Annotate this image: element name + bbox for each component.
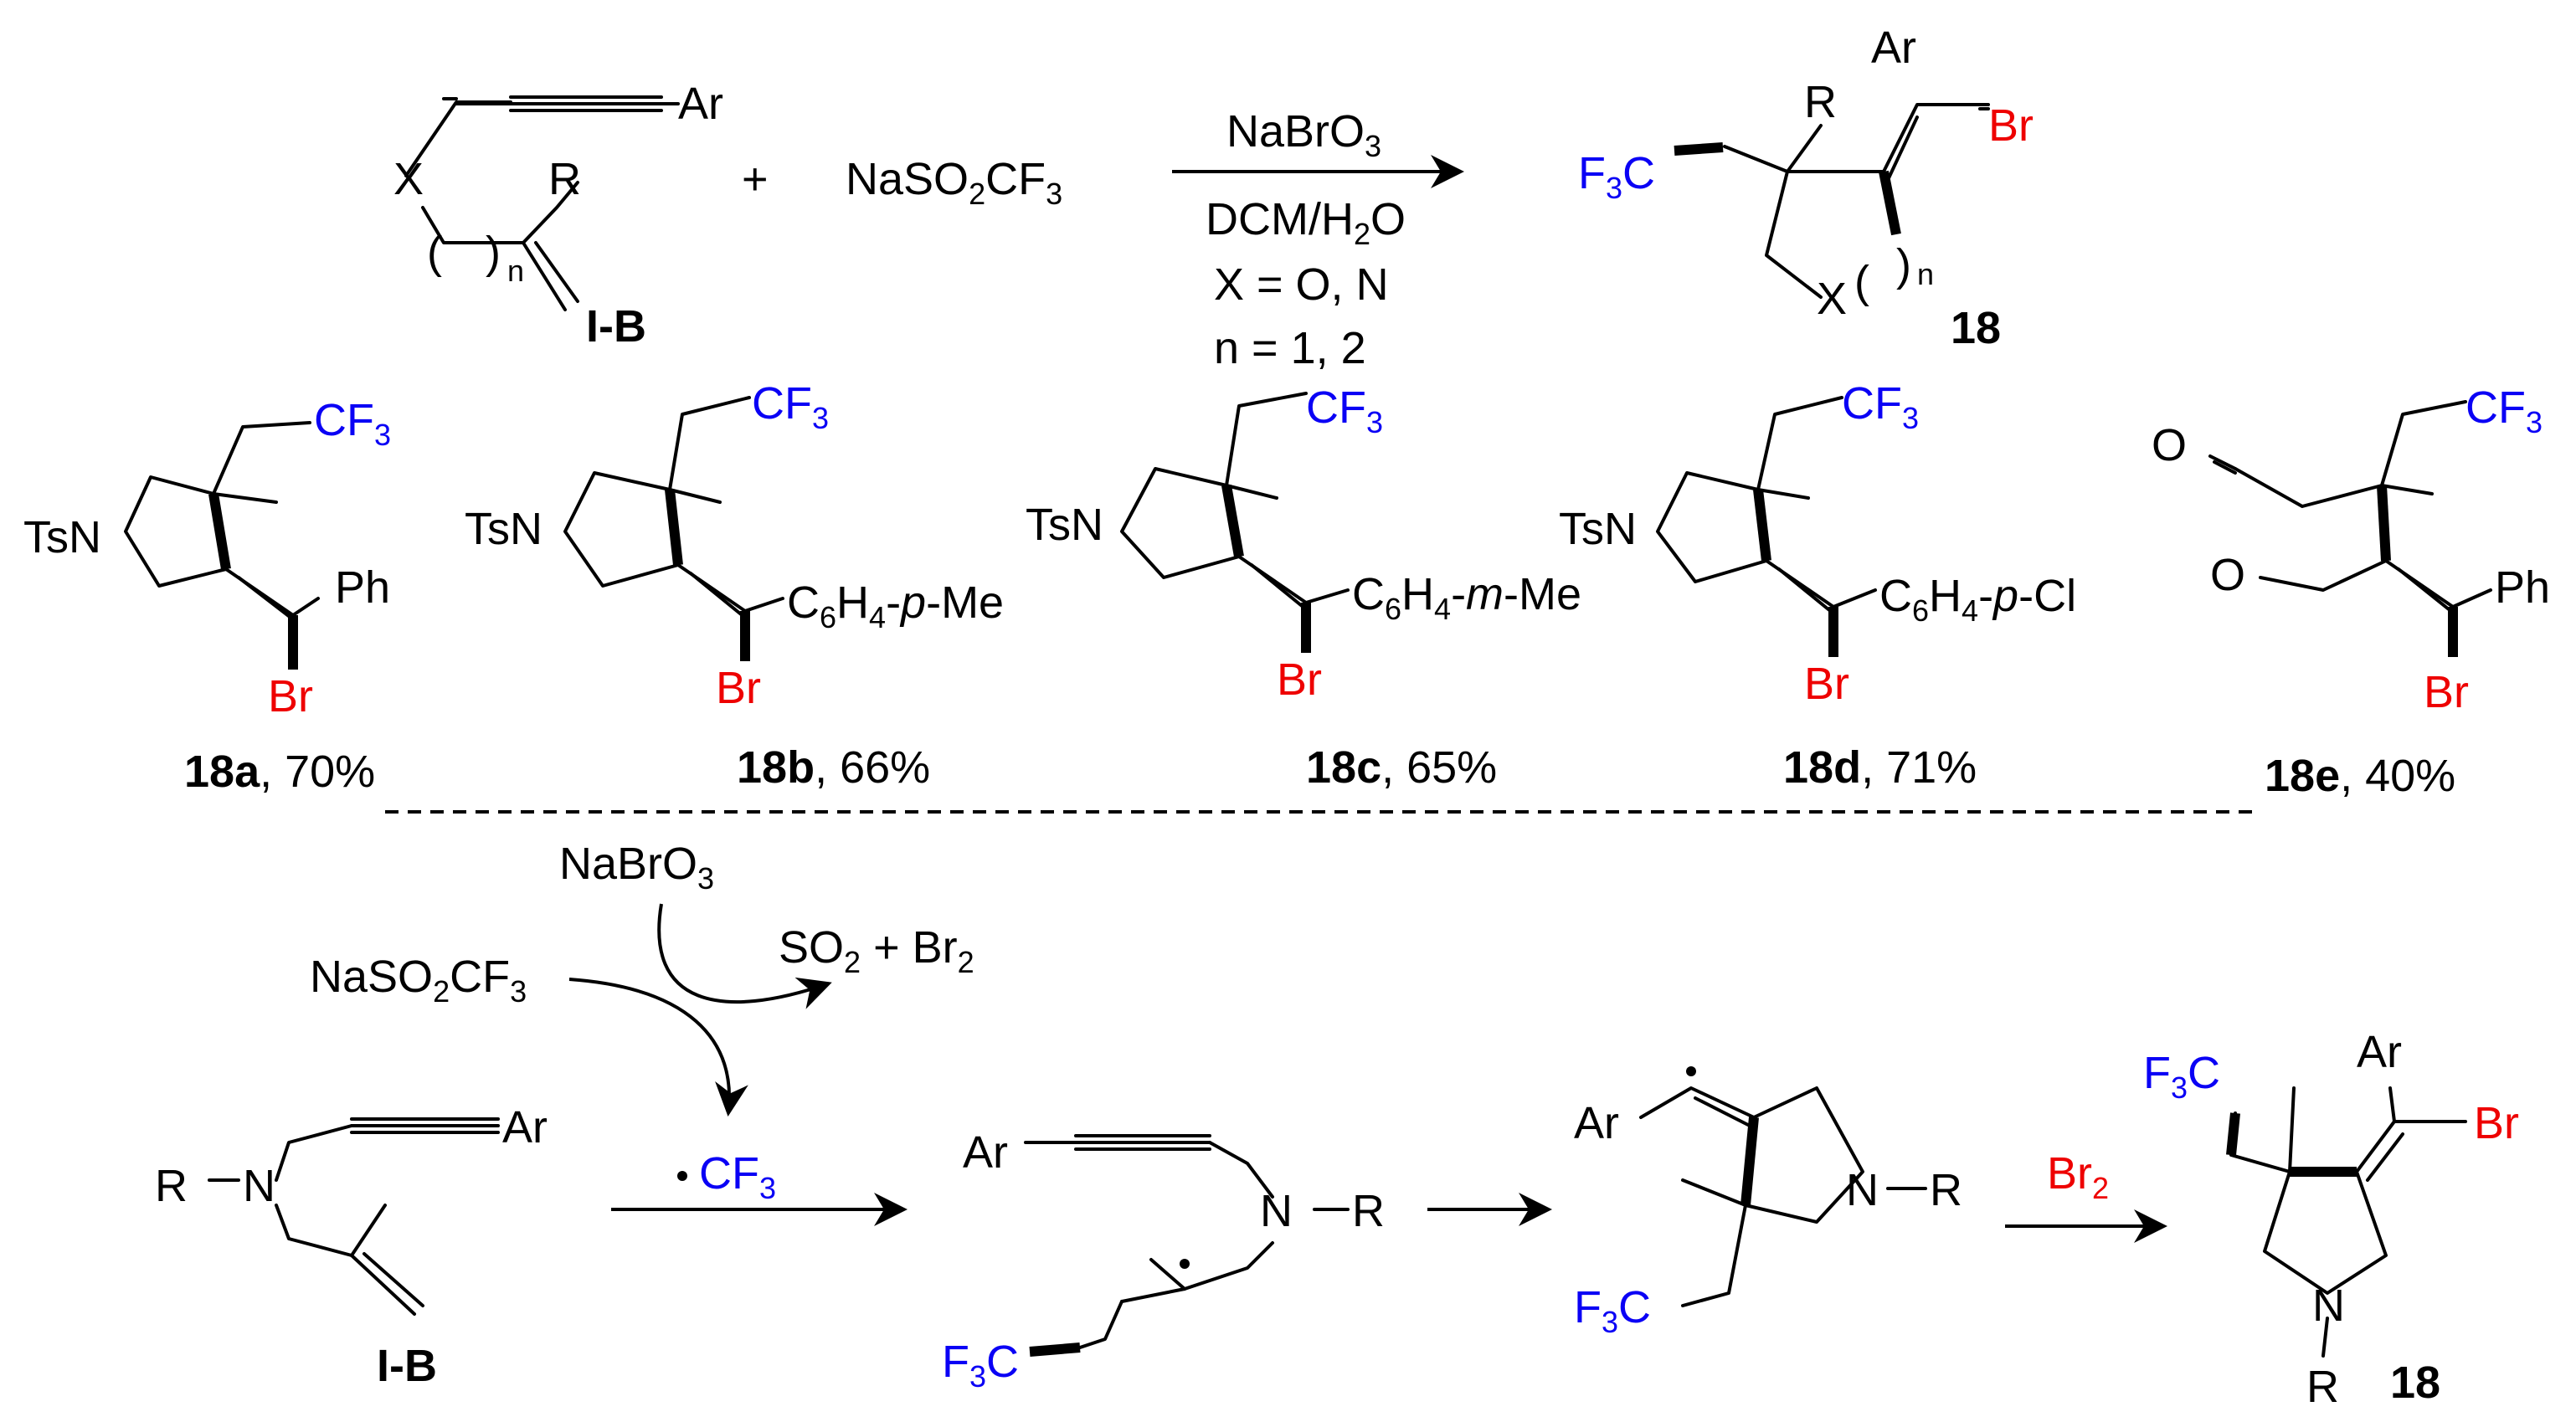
mech-int2-f3c: F3C: [1574, 1282, 1651, 1339]
product-18d: TsN CF3 C6H4-p-Cl Br 18d, 71%: [1559, 378, 2076, 793]
mech-int2-r: R: [1930, 1165, 1962, 1215]
mech-oxidant: NaBrO3: [559, 839, 714, 896]
product-paren-right: ): [1896, 240, 1911, 290]
mech-intermediate-1: Ar N R F3C: [942, 1127, 1385, 1394]
mech-int1-n: N: [1260, 1186, 1293, 1236]
mech-product-18: F3C Ar Br N R 18: [2143, 1027, 2519, 1412]
condition-nabro3: NaBrO3: [1226, 106, 1381, 163]
mech-int2-ar: Ar: [1574, 1098, 1619, 1148]
general-product-18: Ar R Br F3C X ( ) n 18: [1578, 23, 2034, 353]
18b-br: Br: [716, 663, 761, 713]
18b-caption: 18b, 66%: [737, 742, 930, 793]
18d-cf3: CF3: [1842, 378, 1919, 435]
mech-prod-ar: Ar: [2357, 1027, 2402, 1077]
mech-int2-n: N: [1846, 1165, 1879, 1215]
18e-br: Br: [2424, 667, 2469, 717]
product-br: Br: [1988, 100, 2034, 151]
condition-x: X = O, N: [1214, 259, 1389, 310]
mech-byproducts: SO2 + Br2: [779, 922, 974, 979]
product-18a: TsN CF3 Ph Br 18a, 70%: [23, 395, 391, 797]
product-n-subscript: n: [1917, 257, 1934, 291]
18b-tsn: TsN: [465, 504, 542, 554]
18a-tsn: TsN: [23, 512, 101, 562]
product-paren-left: (: [1854, 257, 1869, 307]
mech-ib-n: N: [243, 1161, 275, 1211]
18a-cf3: CF3: [314, 395, 391, 452]
reagent-nasoc2f3: NaSO2CF3: [846, 154, 1062, 211]
18c-br: Br: [1277, 655, 1322, 705]
18a-caption: 18a, 70%: [184, 747, 375, 797]
plus-sign: +: [742, 154, 769, 204]
general-substrate-ib: X ( ) n R Ar I-B: [393, 79, 723, 352]
mech-int1-r: R: [1352, 1186, 1385, 1236]
substrate-label: I-B: [586, 301, 646, 352]
mech-ib-r: R: [155, 1161, 188, 1211]
product-label-18: 18: [1951, 303, 2001, 353]
mech-int1-ar: Ar: [963, 1127, 1008, 1178]
mech-arrow-1: CF3: [611, 1148, 908, 1226]
mech-ib-ar: Ar: [502, 1102, 548, 1152]
product-18b: TsN CF3 C6H4-p-Me Br 18b, 66%: [465, 378, 1004, 793]
18d-caption: 18d, 71%: [1783, 742, 1977, 793]
radical-dot: [677, 1171, 687, 1181]
18c-cf3: CF3: [1306, 382, 1383, 439]
paren-right: ): [486, 228, 501, 278]
condition-solvent: DCM/H2O: [1206, 194, 1406, 251]
18e-ring-o: O: [2210, 550, 2245, 600]
mech-prod-n: N: [2312, 1281, 2345, 1331]
radical-dot-2: [1180, 1259, 1190, 1269]
18e-carbonyl-o: O: [2152, 420, 2187, 470]
18d-aryl: C6H4-p-Cl: [1879, 571, 2076, 628]
product-ar: Ar: [1871, 23, 1916, 73]
18c-caption: 18c, 65%: [1306, 742, 1497, 793]
18e-cf3: CF3: [2465, 382, 2543, 439]
vinyl-radical-dot: [1686, 1066, 1696, 1076]
18d-br: Br: [1804, 659, 1849, 709]
general-arrow: NaBrO3 DCM/H2O X = O, N n = 1, 2: [1172, 106, 1464, 373]
18b-aryl: C6H4-p-Me: [787, 578, 1004, 634]
product-r: R: [1804, 77, 1837, 127]
18a-aryl: Ph: [335, 562, 390, 613]
18c-aryl: C6H4-m-Me: [1352, 569, 1581, 626]
18d-tsn: TsN: [1559, 504, 1637, 554]
mech-arrow-3: Br2: [2005, 1148, 2167, 1243]
mech-int1-f3c: F3C: [942, 1337, 1019, 1394]
mech-br2: Br2: [2047, 1148, 2109, 1205]
mech-prod-f3c: F3C: [2143, 1048, 2220, 1105]
atom-r: R: [548, 154, 581, 204]
18a-br: Br: [268, 671, 313, 721]
mech-curved-arrow-2: [568, 978, 748, 1117]
mech-substrate-ib: R N Ar I-B: [155, 1102, 548, 1391]
product-18c: TsN CF3 C6H4-m-Me Br 18c, 65%: [1026, 382, 1581, 793]
18e-aryl: Ph: [2495, 562, 2550, 613]
mech-intermediate-2: Ar N R F3C: [1574, 1066, 1962, 1339]
mech-reagent: NaSO2CF3: [310, 952, 527, 1009]
18e-caption: 18e, 40%: [2265, 751, 2455, 801]
product-x: X: [1817, 274, 1847, 324]
mech-substrate-label: I-B: [377, 1341, 437, 1391]
product-18e: O O CF3 Ph Br 18e, 40%: [2152, 382, 2550, 801]
paren-left: (: [427, 228, 442, 278]
18c-tsn: TsN: [1026, 500, 1103, 550]
mech-prod-br: Br: [2474, 1098, 2519, 1148]
mech-product-label: 18: [2390, 1358, 2440, 1408]
atom-n-subscript: n: [507, 254, 524, 288]
atom-x: X: [393, 154, 424, 204]
mech-cf3-radical: CF3: [699, 1148, 776, 1205]
product-f3c: F3C: [1578, 148, 1655, 205]
atom-ar: Ar: [678, 79, 723, 129]
mech-prod-r: R: [2306, 1362, 2339, 1412]
18b-cf3: CF3: [752, 378, 829, 435]
condition-n: n = 1, 2: [1214, 323, 1366, 373]
mech-curved-arrow-1: [657, 903, 832, 1009]
